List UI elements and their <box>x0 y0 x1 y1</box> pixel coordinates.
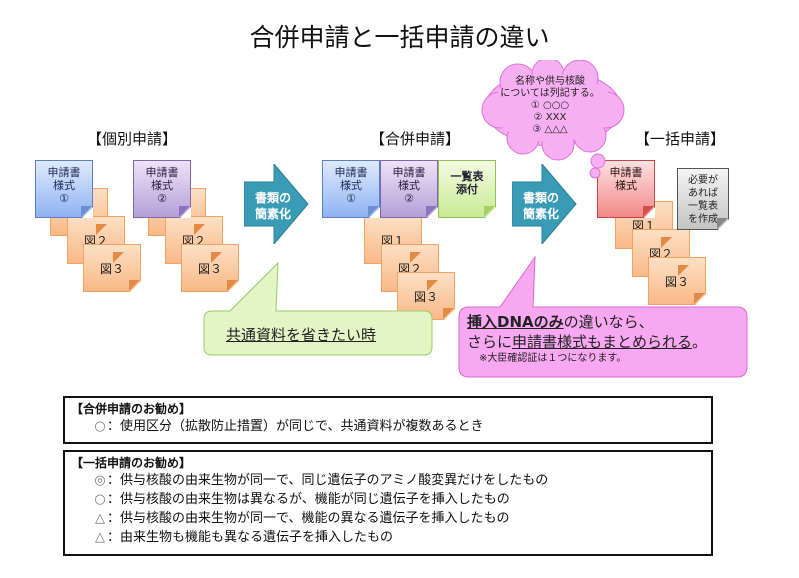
recommend-batch-box: 【一括申請のお勧め】 ◎：供与核酸の由来生物が同一で、同じ遺伝子のアミノ酸変異だ… <box>63 450 713 556</box>
green-callout <box>203 261 433 356</box>
thought-cloud <box>481 60 625 179</box>
pink-callout-text: 挿入DNAのみの違いなら、 さらに申請書様式もまとめられる。 ※大臣確認証は１つ… <box>467 313 708 364</box>
right-arrow-icon <box>511 162 577 246</box>
heading-batch: 【一括申請】 <box>634 130 725 148</box>
list-attachment: 一覧表添付 <box>438 160 496 218</box>
application-form-batch: 申請書様式 <box>597 160 655 218</box>
heading-individual: 【個別申請】 <box>86 130 177 148</box>
simplify-arrow: 書類の簡素化 <box>243 162 310 246</box>
heading-combined: 【合併申請】 <box>369 130 460 148</box>
pink-callout <box>458 255 748 378</box>
right-arrow-icon <box>243 162 309 246</box>
figure-doc: 図３ <box>181 244 239 292</box>
simplify-arrow: 書類の簡素化 <box>511 162 578 246</box>
recommend-combined-box: 【合併申請のお勧め】 ○：使用区分（拡散防止措置）が同じで、共通資料が複数あると… <box>63 396 713 444</box>
figure-doc: 図３ <box>83 244 141 292</box>
green-callout-text: 共通資料を省きたい時 <box>226 326 377 344</box>
page-title: 合併申請と一括申請の違い <box>249 23 550 52</box>
list-optional-note: 必要があれば一覧表を作成 <box>677 168 729 230</box>
figure-doc: 図３ <box>648 257 706 305</box>
